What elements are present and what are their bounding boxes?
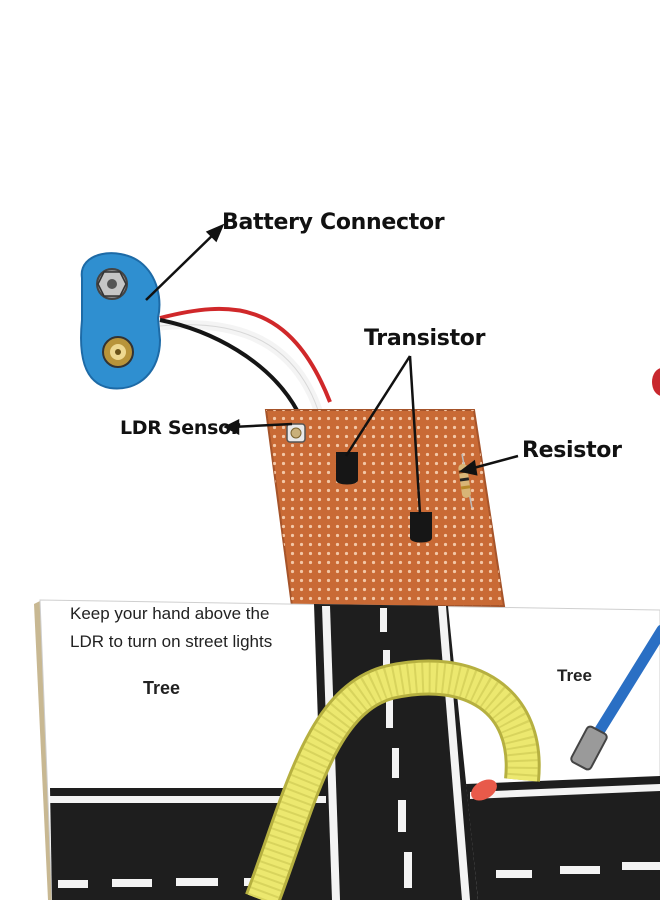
battery-clip	[80, 252, 162, 390]
resistor-label: Resistor	[522, 438, 622, 463]
street-light-pole	[570, 624, 660, 771]
instruction-line-2: LDR to turn on street lights	[70, 632, 273, 651]
tree-label-right: Tree	[557, 666, 592, 685]
street-light-straw	[245, 659, 541, 900]
arrow-ldr	[231, 422, 293, 429]
ldr-sensor-label: LDR Sensor	[120, 417, 240, 439]
arrow-transistor-1	[344, 355, 412, 457]
arrow-battery-head	[205, 223, 225, 243]
arrow-transistor-2	[408, 355, 422, 515]
transistor-2	[410, 512, 432, 543]
arrow-ldr-head	[223, 418, 240, 436]
transistor-1	[336, 452, 358, 485]
ldr-sensor	[286, 423, 306, 443]
arrow-resistor-head	[459, 459, 478, 476]
battery-connector-label: Battery Connector	[222, 210, 445, 235]
instruction-line-1: Keep your hand above the	[70, 604, 270, 623]
tree-label-left: Tree	[143, 678, 181, 698]
pcb-board	[264, 409, 506, 607]
transistor-label: Transistor	[364, 326, 486, 351]
wires	[159, 306, 332, 413]
arrow-battery	[145, 229, 219, 301]
red-part	[652, 368, 660, 396]
annotation-arrows	[145, 223, 519, 515]
